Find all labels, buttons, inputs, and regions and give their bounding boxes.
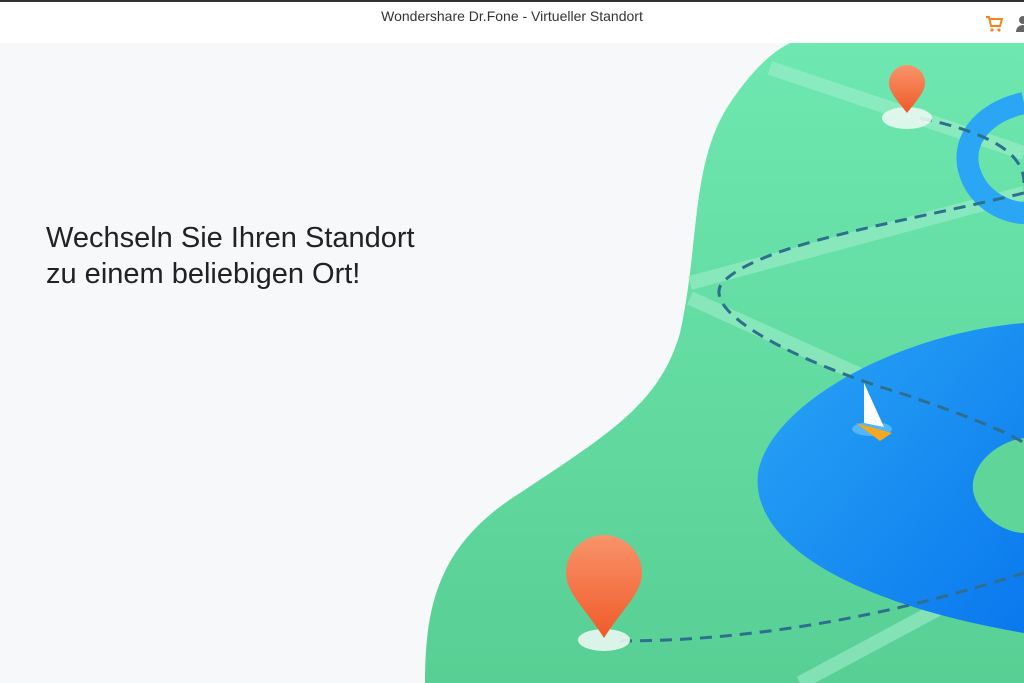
location-pin-icon: [566, 535, 642, 651]
window-title: Wondershare Dr.Fone - Virtueller Standor…: [381, 8, 643, 24]
island: [972, 438, 1024, 533]
lake: [757, 323, 1024, 633]
map-illustration: [425, 43, 1024, 683]
title-bar: Wondershare Dr.Fone - Virtueller Standor…: [0, 2, 1024, 43]
user-icon[interactable]: [1016, 14, 1024, 34]
sailboat-icon: [852, 383, 892, 441]
river: [956, 92, 1024, 224]
headline-line-2: zu einem beliebigen Ort!: [46, 258, 361, 290]
route-path: [619, 116, 1024, 643]
headline-line-1: Wechseln Sie Ihren Standort: [46, 222, 415, 254]
window-top-border: [0, 0, 1024, 2]
shopping-cart-icon[interactable]: [984, 14, 1004, 34]
location-pin-icon: [882, 65, 932, 129]
page-headline: Wechseln Sie Ihren Standort zu einem bel…: [46, 220, 415, 292]
